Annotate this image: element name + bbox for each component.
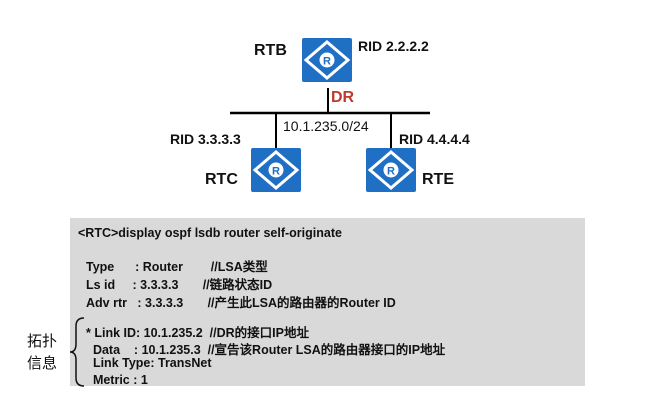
rtb-rid: RID 2.2.2.2	[358, 38, 429, 54]
rtc-name: RTC	[205, 171, 238, 188]
cli-link-id-line: * Link ID: 10.1.235.2 //DR的接口IP地址	[86, 326, 309, 340]
rtb-name: RTB	[254, 42, 287, 59]
cli-advrtr-line: Adv rtr : 3.3.3.3 //产生此LSA的路由器的Router ID	[86, 296, 396, 310]
cli-command: <RTC>display ospf lsdb router self-origi…	[78, 226, 342, 240]
cli-link-type-line: Link Type: TransNet	[86, 356, 212, 370]
network-segment-label: 10.1.235.0/24	[283, 118, 369, 134]
router-icon-rte: R	[366, 148, 416, 192]
rte-name: RTE	[422, 171, 454, 188]
cli-output-panel: <RTC>display ospf lsdb router self-origi…	[70, 218, 585, 387]
rtc-rid: RID 3.3.3.3	[170, 131, 241, 147]
side-label-line2: 信息	[27, 355, 58, 372]
svg-text:R: R	[323, 56, 331, 68]
router-icon-rtc: R	[251, 148, 301, 192]
cli-lsid-line: Ls id : 3.3.3.3 //链路状态ID	[86, 278, 273, 292]
topology-info-brace	[69, 317, 85, 387]
svg-text:R: R	[387, 166, 395, 178]
network-topology: RTB R RID 2.2.2.2 DR 10.1.235.0/24 RID 3…	[170, 38, 470, 192]
cli-metric-line: Metric : 1	[86, 373, 148, 387]
cli-type-line: Type : Router //LSA类型	[86, 260, 268, 274]
dr-label: DR	[331, 89, 355, 106]
router-icon-rtb: R	[302, 38, 352, 82]
cli-data-line: Data : 10.1.235.3 //宣告该Router LSA的路由器接口的…	[86, 343, 446, 357]
rte-rid: RID 4.4.4.4	[399, 131, 470, 147]
topology-lines	[230, 88, 430, 148]
svg-text:R: R	[272, 166, 280, 178]
side-label-line1: 拓扑	[27, 333, 58, 350]
